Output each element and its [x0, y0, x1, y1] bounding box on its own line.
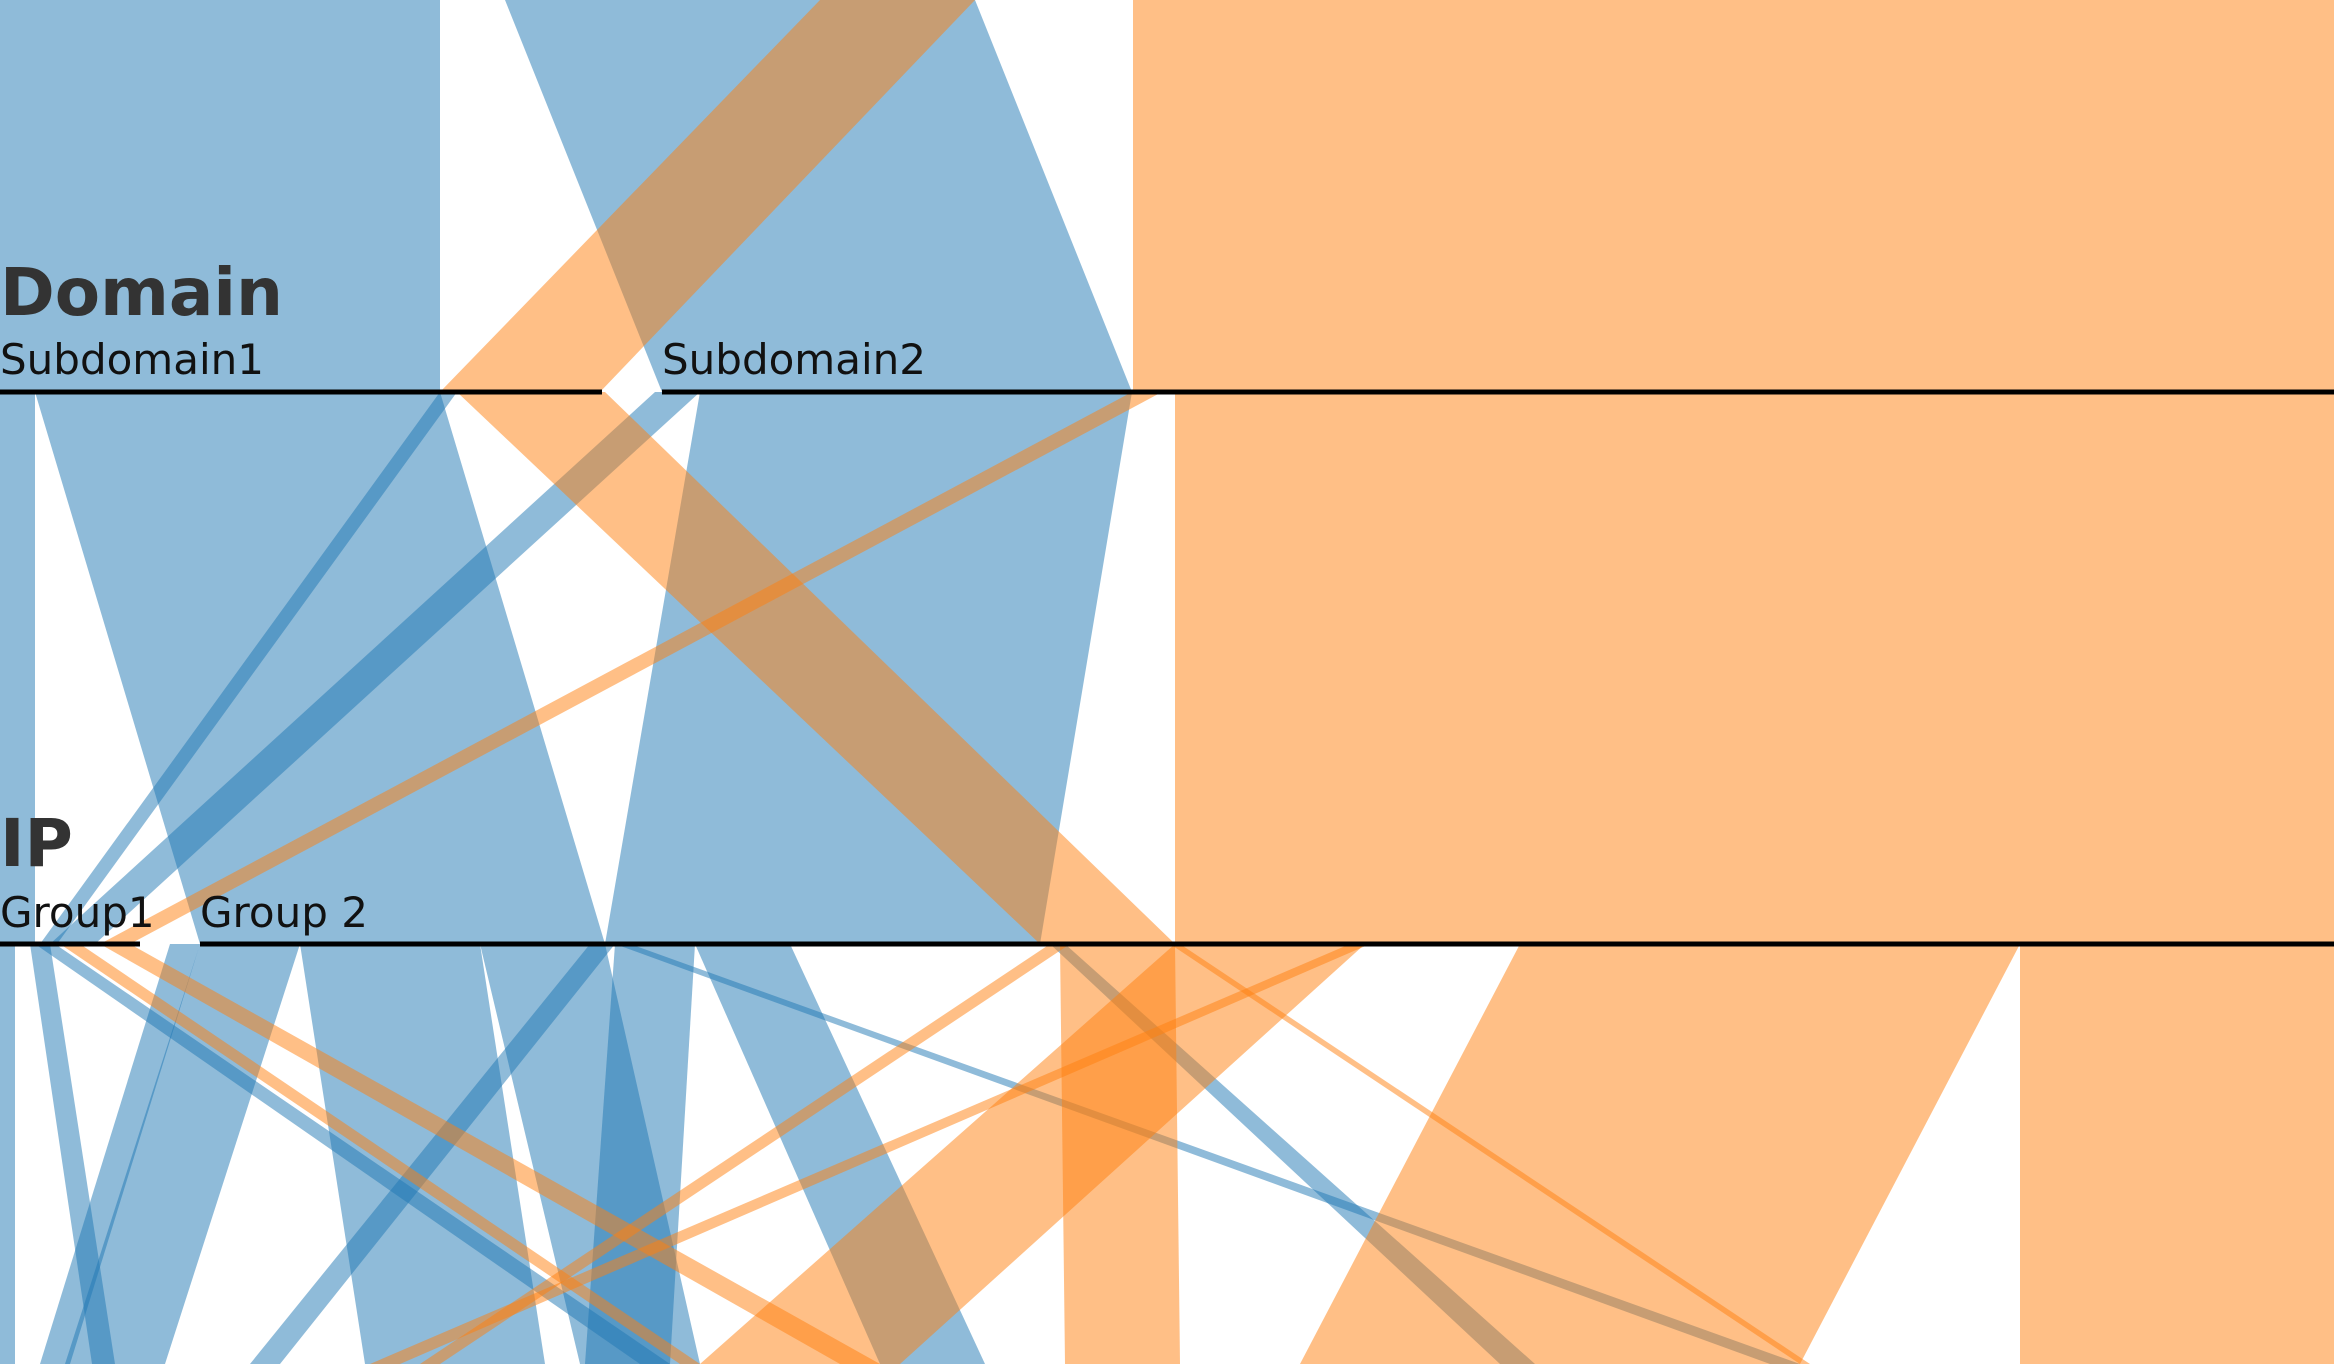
- ribbon: [440, 0, 975, 392]
- ribbon: [1133, 0, 2334, 392]
- ribbon: [40, 392, 457, 944]
- ribbon: [250, 944, 615, 1364]
- ribbon: [0, 944, 15, 1364]
- ribbon: [420, 944, 1070, 1364]
- ribbons-middle: [0, 392, 2334, 944]
- ribbon: [100, 944, 880, 1364]
- ribbon: [65, 944, 300, 1364]
- ribbons-top: [0, 0, 2334, 392]
- ribbon: [457, 392, 1175, 944]
- ribbon: [0, 0, 440, 392]
- ribbon: [40, 944, 200, 1364]
- dimension-title: Domain: [0, 254, 283, 331]
- ribbon: [1060, 944, 1180, 1364]
- ribbon: [370, 944, 1370, 1364]
- category-label-subdomain1: Subdomain1: [0, 335, 264, 384]
- ribbon: [1175, 392, 2334, 944]
- ribbon: [35, 944, 670, 1364]
- ribbon: [2020, 944, 2334, 1364]
- ribbon: [0, 392, 35, 944]
- ribbon: [1300, 944, 2020, 1364]
- dimension-title: IP: [0, 805, 73, 882]
- ribbon: [100, 392, 1162, 944]
- dimension-ip: IP Group1 Group 2: [0, 805, 2334, 947]
- ribbons-bottom: [0, 944, 2334, 1364]
- ribbon: [50, 392, 700, 944]
- ribbon: [1170, 944, 1810, 1364]
- category-label-group2: Group 2: [200, 888, 368, 937]
- category-label-group1: Group1: [0, 888, 155, 937]
- ribbon: [60, 944, 700, 1364]
- ribbon: [35, 392, 605, 944]
- category-label-subdomain2: Subdomain2: [662, 335, 926, 384]
- ribbon: [700, 944, 1365, 1364]
- dimension-domain: Domain Subdomain1 Subdomain2: [0, 254, 2334, 395]
